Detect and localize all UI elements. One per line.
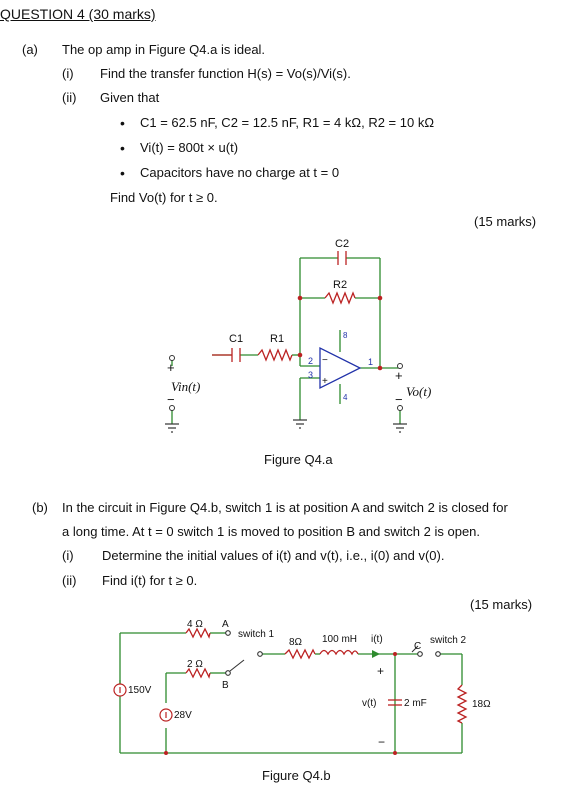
label-8ohm: 8Ω — [289, 637, 303, 648]
part-b-i-label: (i) — [62, 548, 74, 563]
vin-minus: − — [167, 392, 175, 407]
figure-q4a-circuit: C2 R2 C1 R1 2 3 1 4 8 − + + − + − Vin(t)… — [165, 238, 431, 433]
current-arrow-icon — [372, 650, 380, 658]
label-18ohm: 18Ω — [472, 699, 491, 710]
part-a-label: (a) — [22, 42, 38, 57]
label-vt-plus: + — [377, 664, 384, 678]
r1-resistor — [257, 348, 293, 362]
bullet-input-signal: Vi(t) = 800t × u(t) — [120, 140, 238, 156]
part-b-marks: (15 marks) — [470, 597, 533, 612]
bullet-initial-conditions: Capacitors have no charge at t = 0 — [120, 165, 339, 181]
part-a-intro: The op amp in Figure Q4.a is ideal. — [62, 42, 266, 57]
figure-b-caption: Figure Q4.b — [262, 768, 331, 783]
pin-2: 2 — [308, 356, 313, 366]
label-28v: 28V — [174, 710, 192, 721]
label-100mh: 100 mH — [322, 634, 357, 645]
part-b-i-text: Determine the initial values of i(t) and… — [102, 548, 445, 563]
vin-plus: + — [167, 360, 175, 375]
label-4ohm: 4 Ω — [187, 619, 203, 630]
label-vo: Vo(t) — [406, 384, 431, 399]
part-a-i-label: (i) — [62, 66, 74, 81]
vo-minus: − — [395, 392, 403, 407]
label-a: A — [222, 619, 229, 630]
figure-a-caption: Figure Q4.a — [264, 452, 333, 467]
pin-4: 4 — [343, 393, 348, 402]
bullet-component-values: C1 = 62.5 nF, C2 = 12.5 nF, R1 = 4 kΩ, R… — [120, 115, 434, 131]
inductor-100mh — [319, 649, 359, 656]
op-amp — [319, 346, 362, 390]
label-vt: v(t) — [362, 698, 376, 709]
figure-q4b-circuit: 4 Ω A switch 1 2 Ω B 8Ω 100 mH i(t) C sw… — [113, 619, 491, 755]
label-c1: C1 — [229, 333, 243, 345]
label-r2: R2 — [333, 279, 347, 291]
label-c2: C2 — [335, 238, 349, 250]
resistor-4ohm — [185, 627, 211, 639]
part-b-label: (b) — [32, 500, 48, 515]
pin-1: 1 — [368, 357, 373, 367]
label-r1: R1 — [270, 333, 284, 345]
part-a-marks: (15 marks) — [474, 214, 537, 229]
ground-icon — [165, 419, 407, 433]
r2-resistor — [324, 291, 356, 305]
part-b-line1: In the circuit in Figure Q4.b, switch 1 … — [62, 500, 508, 515]
label-vin: Vin(t) — [171, 379, 200, 394]
label-2ohm: 2 Ω — [187, 659, 203, 670]
pin-3: 3 — [308, 370, 313, 380]
label-b: B — [222, 680, 229, 691]
resistor-18ohm — [456, 684, 468, 724]
opamp-plus: + — [322, 376, 328, 387]
question-title: QUESTION 4 (30 marks) — [0, 6, 156, 22]
resistor-2ohm — [185, 667, 211, 679]
part-b-line2: a long time. At t = 0 switch 1 is moved … — [62, 524, 481, 539]
part-a-i-text: Find the transfer function H(s) = Vo(s)/… — [100, 66, 351, 81]
label-2mf: 2 mF — [404, 698, 427, 709]
label-vt-minus: − — [378, 735, 385, 749]
label-150v: 150V — [128, 685, 152, 696]
vo-plus: + — [395, 368, 403, 383]
opamp-minus: − — [322, 355, 328, 366]
pin-8: 8 — [343, 331, 348, 340]
label-c: C — [414, 641, 421, 652]
part-a-ii-label: (ii) — [62, 90, 77, 105]
resistor-8ohm — [284, 648, 316, 660]
part-a-ii-text: Given that — [100, 90, 160, 105]
part-b-ii-text: Find i(t) for t ≥ 0. — [102, 573, 198, 588]
part-a-find: Find Vo(t) for t ≥ 0. — [110, 190, 218, 205]
label-switch1: switch 1 — [238, 629, 275, 640]
label-it: i(t) — [371, 634, 383, 645]
part-b-ii-label: (ii) — [62, 573, 77, 588]
label-switch2: switch 2 — [430, 635, 467, 646]
